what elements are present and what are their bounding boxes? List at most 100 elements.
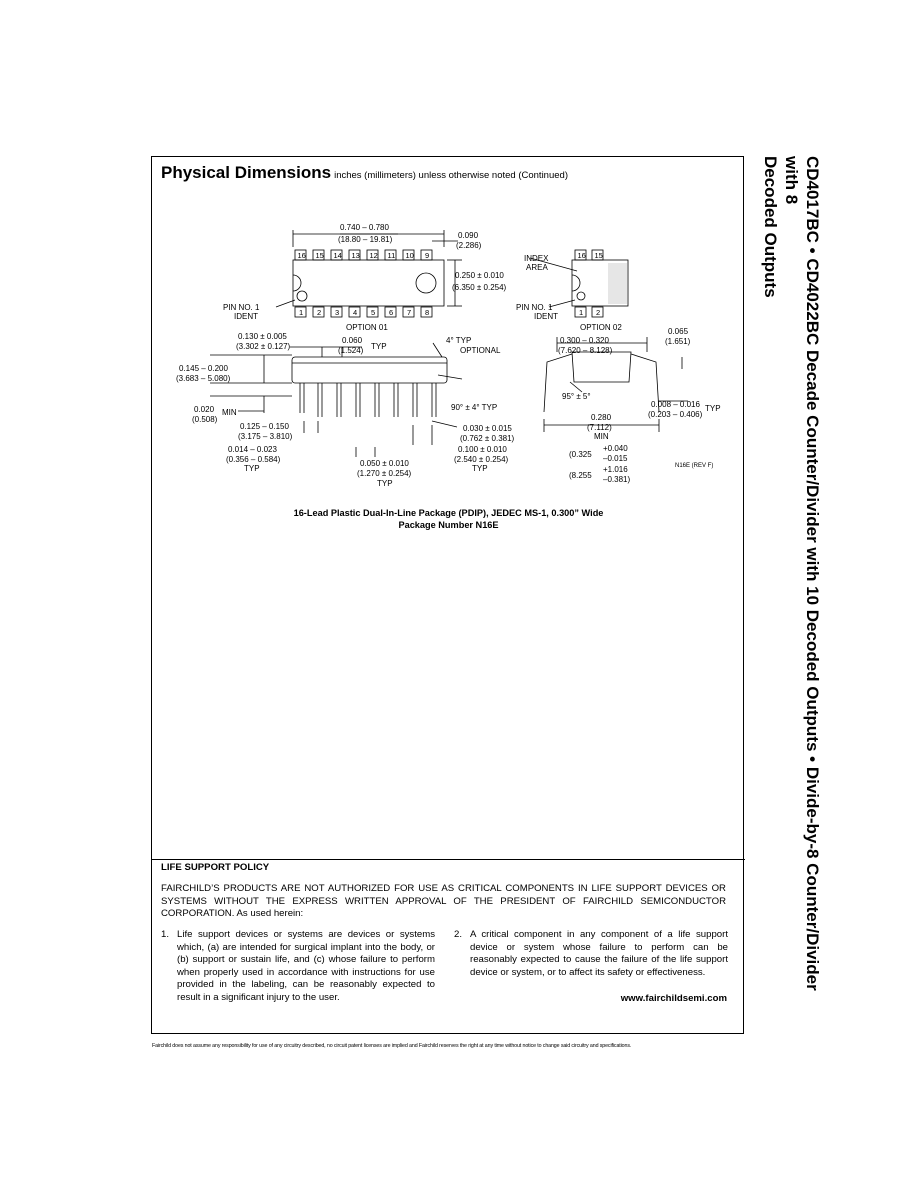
svg-text:(1.651): (1.651) — [665, 337, 691, 346]
svg-text:0.145 – 0.200: 0.145 – 0.200 — [179, 364, 228, 373]
svg-text:0.250 ± 0.010: 0.250 ± 0.010 — [455, 271, 504, 280]
svg-text:(0.508): (0.508) — [192, 415, 218, 424]
svg-text:5: 5 — [371, 308, 375, 317]
end-view-body — [571, 351, 632, 383]
end-notch — [292, 274, 302, 292]
svg-text:9: 9 — [425, 251, 429, 260]
svg-text:15: 15 — [595, 251, 603, 260]
svg-text:INDEX: INDEX — [524, 254, 549, 263]
svg-text:0.020: 0.020 — [194, 405, 215, 414]
svg-text:(6.350 ± 0.254): (6.350 ± 0.254) — [452, 283, 507, 292]
top-pin-boxes — [294, 249, 433, 261]
item-number: 1. — [161, 929, 170, 940]
svg-text:(3.683 – 5.080): (3.683 – 5.080) — [176, 374, 231, 383]
svg-text:95° ± 5°: 95° ± 5° — [562, 392, 591, 401]
svg-text:PIN NO. 1: PIN NO. 1 — [223, 303, 260, 312]
svg-text:TYP: TYP — [371, 342, 387, 351]
svg-text:10: 10 — [406, 251, 414, 260]
svg-text:TYP: TYP — [377, 479, 393, 488]
svg-text:IDENT: IDENT — [534, 312, 558, 321]
svg-text:TYP: TYP — [472, 464, 488, 473]
svg-text:16: 16 — [298, 251, 306, 260]
svg-text:+1.016: +1.016 — [603, 465, 628, 474]
svg-text:MIN: MIN — [594, 432, 609, 441]
heading-subtitle: inches (millimeters) unless otherwise no… — [334, 170, 568, 181]
svg-text:PIN NO. 1: PIN NO. 1 — [516, 303, 553, 312]
index-area-shading — [608, 263, 627, 304]
package-caption: 16-Lead Plastic Dual-In-Line Package (PD… — [152, 507, 745, 531]
svg-text:(1.524): (1.524) — [338, 346, 364, 355]
svg-text:(2.286): (2.286) — [456, 241, 482, 250]
svg-text:(3.175 – 3.810): (3.175 – 3.810) — [238, 432, 293, 441]
caption-line-2: Package Number N16E — [398, 520, 499, 530]
svg-text:0.008 – 0.016: 0.008 – 0.016 — [651, 400, 700, 409]
svg-text:0.030 ± 0.015: 0.030 ± 0.015 — [463, 424, 512, 433]
section-divider — [152, 859, 745, 860]
svg-text:(0.203 – 0.406): (0.203 – 0.406) — [648, 410, 703, 419]
svg-text:(0.762 ± 0.381): (0.762 ± 0.381) — [460, 434, 515, 443]
svg-text:13: 13 — [352, 251, 360, 260]
svg-text:MIN: MIN — [222, 408, 237, 417]
svg-text:(3.302 ± 0.127): (3.302 ± 0.127) — [236, 342, 291, 351]
svg-text:16: 16 — [578, 251, 586, 260]
life-support-title: LIFE SUPPORT POLICY — [161, 862, 270, 873]
svg-text:–0.381): –0.381) — [603, 475, 630, 484]
caption-line-1: 16-Lead Plastic Dual-In-Line Package (PD… — [293, 508, 604, 518]
svg-text:(2.540 ± 0.254): (2.540 ± 0.254) — [454, 455, 509, 464]
svg-text:(18.80 – 19.81): (18.80 – 19.81) — [338, 235, 393, 244]
svg-text:3: 3 — [335, 308, 339, 317]
svg-text:(1.270 ± 0.254): (1.270 ± 0.254) — [357, 469, 412, 478]
svg-text:90° ± 4° TYP: 90° ± 4° TYP — [451, 403, 497, 412]
svg-text:6: 6 — [389, 308, 393, 317]
svg-text:IDENT: IDENT — [234, 312, 258, 321]
svg-text:11: 11 — [388, 251, 396, 260]
life-support-paragraph: FAIRCHILD’S PRODUCTS ARE NOT AUTHORIZED … — [161, 883, 726, 920]
svg-text:0.065: 0.065 — [668, 327, 689, 336]
svg-text:TYP: TYP — [705, 404, 721, 413]
website-url[interactable]: www.fairchildsemi.com — [620, 993, 727, 1004]
svg-text:0.280: 0.280 — [591, 413, 612, 422]
svg-text:0.740 – 0.780: 0.740 – 0.780 — [340, 223, 389, 232]
svg-text:OPTIONAL: OPTIONAL — [460, 346, 501, 355]
item-text: A critical component in any component of… — [470, 929, 728, 978]
side-title-line-1: CD4017BC • CD4022BC Decade Counter/Divid… — [782, 156, 822, 991]
item-number: 2. — [454, 929, 463, 940]
svg-text:0.014 – 0.023: 0.014 – 0.023 — [228, 445, 277, 454]
item-text: Life support devices or systems are devi… — [177, 929, 435, 1003]
svg-text:1: 1 — [579, 308, 583, 317]
svg-text:0.125 – 0.150: 0.125 – 0.150 — [240, 422, 289, 431]
svg-text:2: 2 — [317, 308, 321, 317]
package-body-top — [292, 259, 445, 307]
pin1-marker — [296, 290, 308, 302]
svg-text:0.090: 0.090 — [458, 231, 479, 240]
svg-text:(7.620 – 8.128): (7.620 – 8.128) — [558, 346, 613, 355]
svg-text:4: 4 — [353, 308, 357, 317]
svg-text:(0.325: (0.325 — [569, 450, 592, 459]
svg-text:14: 14 — [334, 251, 342, 260]
package-body-side — [291, 356, 448, 384]
svg-text:1: 1 — [299, 308, 303, 317]
bottom-pin-boxes — [294, 306, 433, 318]
svg-text:0.100 ± 0.010: 0.100 ± 0.010 — [458, 445, 507, 454]
svg-text:(7.112): (7.112) — [587, 423, 612, 432]
svg-text:8: 8 — [425, 308, 429, 317]
svg-text:N16E (REV F): N16E (REV F) — [675, 463, 713, 469]
package-drawing: 0.740 – 0.780 (18.80 – 19.81) 0.090 (2.2… — [176, 223, 721, 488]
side-title: CD4017BC • CD4022BC Decade Counter/Divid… — [761, 156, 823, 1016]
svg-text:0.050 ± 0.010: 0.050 ± 0.010 — [360, 459, 409, 468]
svg-text:+0.040: +0.040 — [603, 444, 628, 453]
footer-disclaimer: Fairchild does not assume any responsibi… — [152, 1043, 632, 1049]
svg-text:2: 2 — [596, 308, 600, 317]
svg-text:OPTION 01: OPTION 01 — [346, 323, 388, 332]
svg-text:(0.356 – 0.584): (0.356 – 0.584) — [226, 455, 281, 464]
svg-text:(8.255: (8.255 — [569, 471, 592, 480]
ejector-circle — [415, 272, 437, 294]
svg-text:12: 12 — [370, 251, 378, 260]
side-title-line-2: Decoded Outputs — [761, 156, 780, 298]
side-view-leads — [299, 383, 437, 417]
svg-text:15: 15 — [316, 251, 324, 260]
svg-text:OPTION 02: OPTION 02 — [580, 323, 622, 332]
svg-text:4° TYP: 4° TYP — [446, 336, 471, 345]
